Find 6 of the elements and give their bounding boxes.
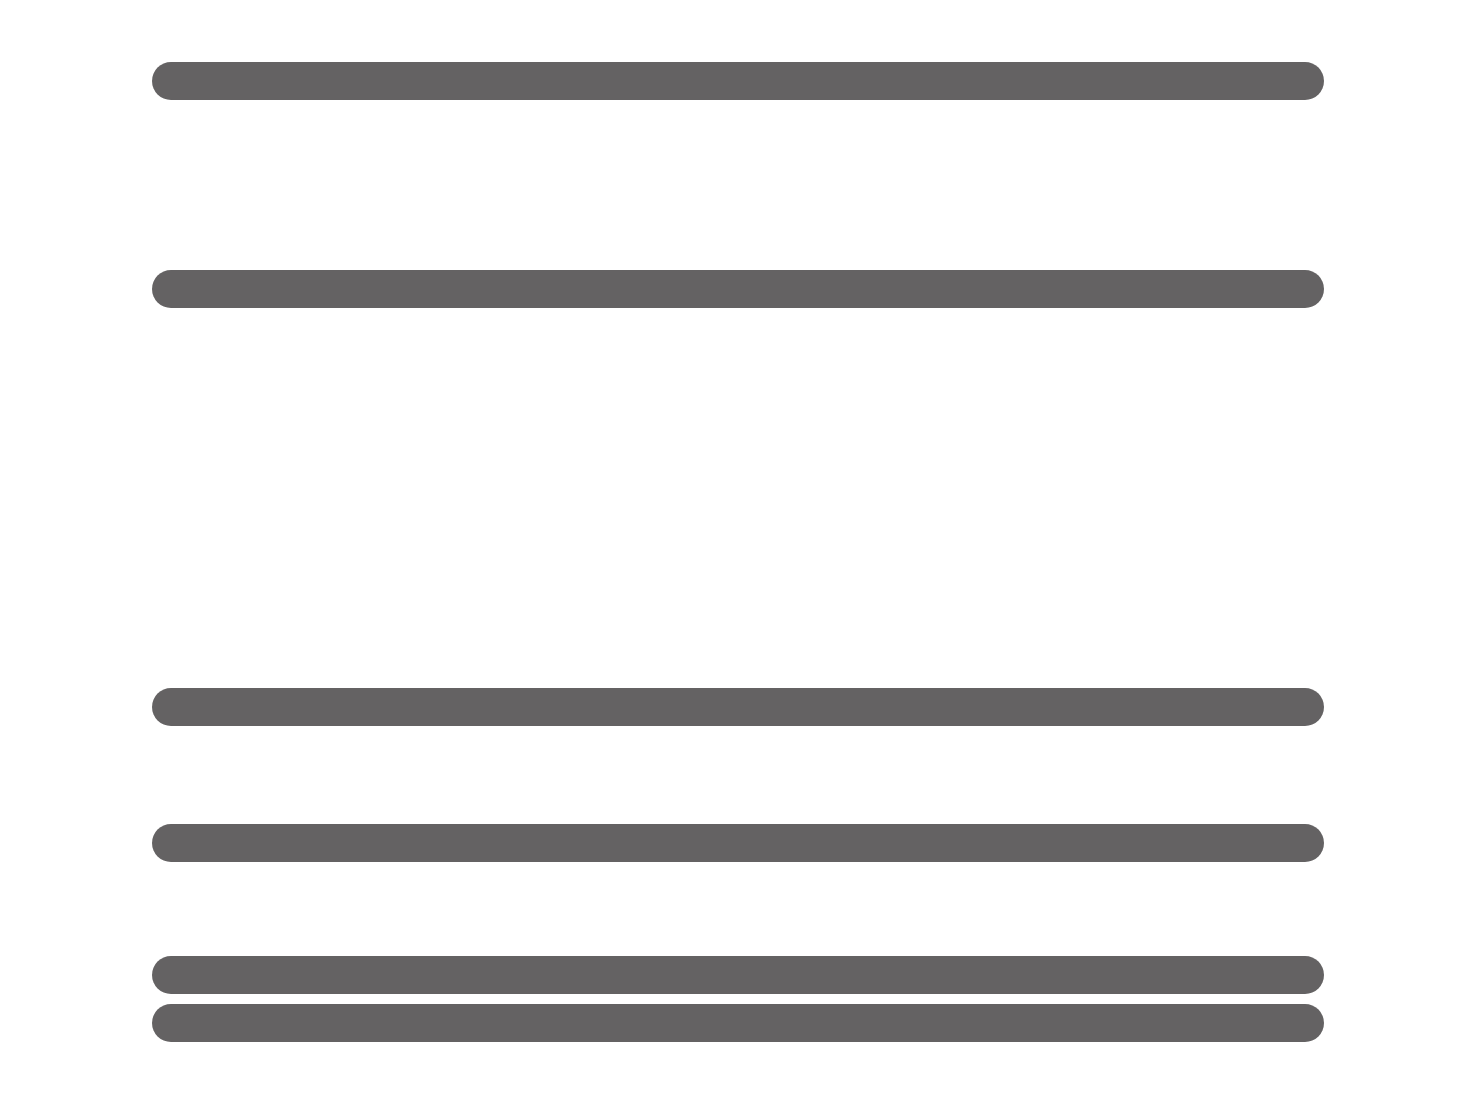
bar — [152, 824, 1324, 862]
bar — [152, 1004, 1324, 1042]
bar — [152, 62, 1324, 100]
bar — [152, 688, 1324, 726]
bar — [152, 956, 1324, 994]
bar — [152, 270, 1324, 308]
